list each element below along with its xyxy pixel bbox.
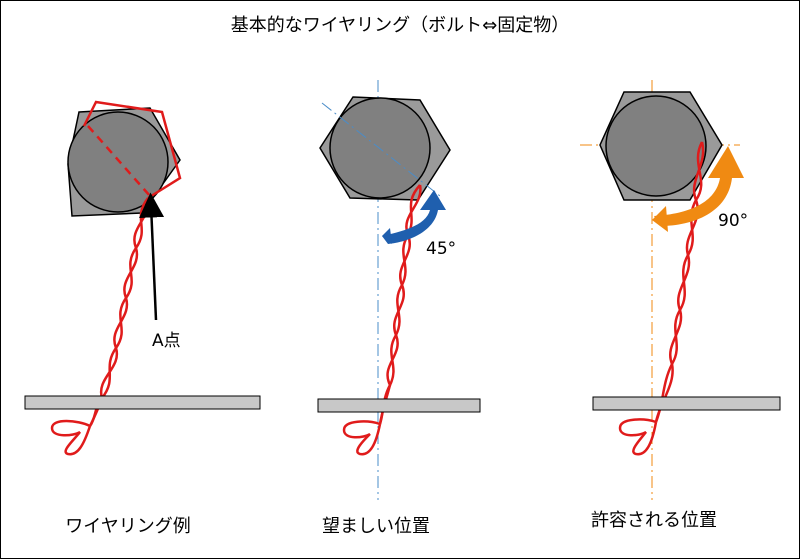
twisted-wire-6 bbox=[654, 141, 705, 423]
wire-loop-end-2 bbox=[342, 420, 382, 456]
wire-around-bolt bbox=[82, 100, 182, 200]
caption-desirable-position: 望ましい位置 bbox=[322, 516, 430, 537]
diagram-title: 基本的なワイヤリング（ボルト⇔固定物） bbox=[231, 15, 570, 36]
caption-allowable-position: 許容される位置 bbox=[591, 510, 717, 531]
point-a-arrow bbox=[139, 192, 165, 321]
twisted-wire-4 bbox=[378, 184, 422, 425]
angle-arrow-blue bbox=[382, 190, 446, 244]
wire-loop-end-3 bbox=[618, 418, 658, 456]
guide-diagonal-blue bbox=[321, 102, 441, 197]
fixed-plate-1 bbox=[24, 395, 261, 410]
angle-label-45: 45° bbox=[426, 239, 456, 259]
angle-arrow-blue-tail bbox=[382, 228, 392, 244]
fixed-plate-2 bbox=[317, 398, 481, 413]
angle-arrow-orange bbox=[654, 146, 744, 226]
bolt-2 bbox=[319, 96, 451, 201]
twisted-wire-3 bbox=[378, 184, 421, 425]
panel-desirable-position: 45° 望ましい位置 bbox=[317, 80, 481, 537]
wire-dashed-path bbox=[87, 125, 151, 197]
panel-allowable-position: 90° 許容される位置 bbox=[580, 80, 781, 531]
bolt-1 bbox=[67, 107, 181, 217]
fixed-plate-3 bbox=[592, 396, 781, 411]
angle-arrow-orange-tail bbox=[652, 206, 668, 232]
twisted-wire-1 bbox=[88, 197, 149, 427]
point-a-label: A点 bbox=[152, 331, 181, 351]
angle-label-90: 90° bbox=[718, 211, 748, 231]
wire-loop-end-1 bbox=[50, 419, 92, 456]
bolt-3 bbox=[599, 91, 723, 201]
caption-wiring-example: ワイヤリング例 bbox=[65, 516, 190, 537]
panel-wiring-example: A点 ワイヤリング例 bbox=[24, 100, 261, 537]
